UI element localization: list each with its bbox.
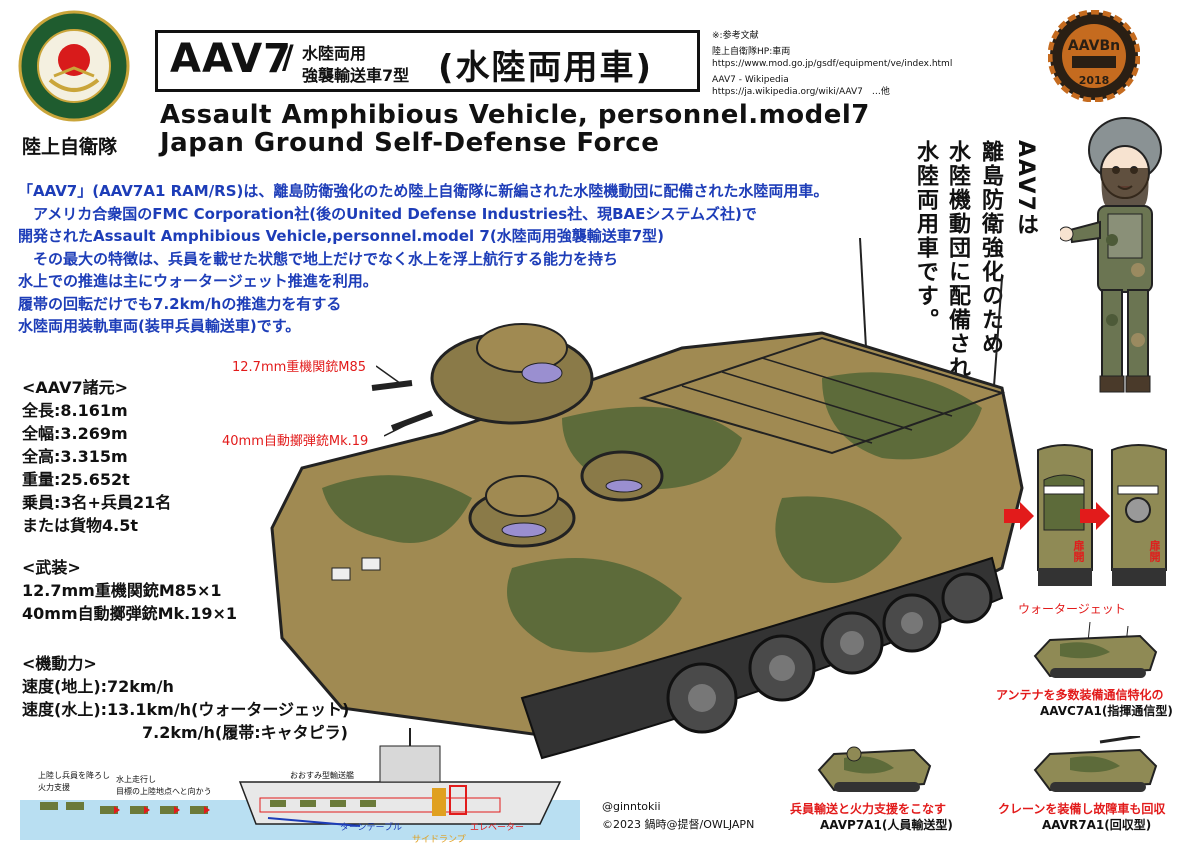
variant-name-r: AAVR7A1(回収型) [1042, 818, 1152, 832]
jgsdf-emblem-icon [18, 10, 130, 122]
ship-name: おおすみ型輸送艦 [290, 771, 354, 780]
specs-block: <AAV7諸元> 全長:8.161m 全幅:3.269m 全高:3.315m 重… [22, 376, 171, 537]
description-line: 水陸両用装軌車両(装甲兵員輸送車)です。 [18, 317, 301, 335]
speech-col1: AAV7は [1013, 140, 1038, 237]
spec-item: 全高:3.315m [22, 447, 128, 466]
description-line: アメリカ合衆国のFMC Corporation社(後のUnited Defens… [18, 204, 757, 223]
description-line: 開発されたAssault Amphibious Vehicle,personne… [18, 227, 665, 245]
side-ramp-label: サイドランプ [412, 835, 466, 845]
description-line: 水上での推進は主にウォータージェット推進を利用。 [18, 272, 378, 290]
weapon-item: 12.7mm重機関銃M85×1 [22, 581, 222, 600]
description-line: 履帯の回転だけでも7.2km/hの推進力を有する [18, 294, 342, 313]
mobility-item: 7.2km/h(履帯:キャタピラ) [142, 723, 348, 742]
spec-item: 乗員:3名+兵員21名 [22, 493, 172, 512]
variant-desc-r: クレーンを装備し故障車も回収 [998, 802, 1166, 816]
spec-item: 全幅:3.269m [22, 424, 128, 443]
weapon-item: 40mm自動擲弾銃Mk.19×1 [22, 604, 238, 623]
title-japanese: (水陸両用車) [438, 48, 654, 88]
arrow-right-icon [1080, 502, 1110, 530]
ship-note1: 上陸し兵員を降ろし [38, 771, 110, 780]
svg-text:2018: 2018 [1079, 74, 1110, 87]
references: ※:参考文献 陸上自衛隊HP:車両 https://www.mod.go.jp/… [712, 30, 952, 98]
soldier-figure-icon [1058, 110, 1190, 400]
aavp7a1-icon [814, 740, 934, 796]
title-frame [155, 30, 700, 92]
aavr7a1-icon [1030, 734, 1160, 796]
callout-mk19-line [383, 420, 414, 440]
variant-desc-c: アンテナを多数装備通信特化の [996, 688, 1164, 702]
elevator-label: エレベーター [470, 823, 525, 833]
aav7-vehicle-icon [262, 237, 1032, 768]
aavc7a1-icon [1030, 621, 1160, 682]
spec-item: 重量:25.652t [22, 470, 130, 489]
description-line: 「AAV7」(AAV7A1 RAM/RS)は、離島防衛強化のため陸上自衛隊に新編… [18, 182, 829, 200]
specs-heading: <AAV7諸元> [22, 378, 129, 397]
ship-note3: 水上走行し [116, 775, 156, 784]
english-title-line2: Japan Ground Self-Defense Force [160, 128, 660, 158]
reference-link[interactable]: https://www.mod.go.jp/gsdf/equipment/ve/… [712, 59, 953, 69]
transport-ship-diagram-icon [20, 728, 580, 840]
door-open-label: 扉開 [1148, 540, 1161, 562]
callout-m85-line [375, 364, 406, 388]
speech-col3: 水陸機動団に配備された [945, 140, 970, 404]
spec-item: または貨物4.5t [22, 516, 138, 535]
reference-link[interactable]: https://ja.wikipedia.org/wiki/AAV7 …他 [712, 87, 890, 97]
variant-desc-p: 兵員輸送と火力支援をこなす [790, 802, 947, 816]
artist-handle: @ginntokii [602, 800, 661, 813]
variant-name-c: AAVC7A1(指揮通信型) [1040, 704, 1173, 718]
callout-m85: 12.7mm重機関銃M85 [232, 360, 367, 375]
subtitle-line2: 強襲輸送車7型 [302, 66, 410, 85]
variant-name-p: AAVP7A1(人員輸送型) [820, 818, 953, 832]
ship-note4: 目標の上陸地点へと向かう [116, 787, 212, 796]
svg-text:AAVBn: AAVBn [1068, 38, 1120, 54]
turntable-label: ターンテーブル [340, 823, 403, 833]
door-open-label: 扉開 [1072, 540, 1085, 562]
rear-open-icon [1108, 440, 1170, 590]
callout-mk19: 40mm自動擲弾銃Mk.19 [222, 434, 369, 449]
aavbn-badge-icon: AAVBn 2018 [1047, 9, 1141, 103]
description: 「AAV7」(AAV7A1 RAM/RS)は、離島防衛強化のため陸上自衛隊に新編… [18, 180, 828, 338]
description-line: その最大の特徴は、兵員を載せた状態で地上だけでなく水上を浮上航行する能力を持ち [18, 249, 619, 268]
rear-closed-icon [1034, 440, 1096, 590]
weapons-block: <武装> 12.7mm重機関銃M85×1 40mm自動擲弾銃Mk.19×1 [22, 556, 237, 625]
arrow-right-icon [1004, 502, 1034, 530]
weapons-heading: <武装> [22, 558, 81, 577]
references-heading: ※:参考文献 [712, 31, 759, 41]
mobility-block: <機動力> 速度(地上):72km/h 速度(水上):13.1km/h(ウォータ… [22, 652, 349, 744]
speech-col4: 水陸両用車です。 [913, 140, 938, 332]
mobility-heading: <機動力> [22, 654, 97, 673]
spec-item: 全長:8.161m [22, 401, 128, 420]
reference-item: 陸上自衛隊HP:車両 [712, 47, 791, 57]
english-title-line1: Assault Amphibious Vehicle, personnel.mo… [160, 100, 870, 130]
subtitle-line1: 水陸両用 [302, 44, 367, 63]
mobility-item: 速度(地上):72km/h [22, 677, 174, 696]
ship-note2: 火力支援 [38, 783, 70, 792]
page-title: AAV7 [170, 36, 292, 82]
title-slash: / [282, 38, 294, 76]
org-label: 陸上自衛隊 [22, 136, 118, 158]
mobility-item: 速度(水上):13.1km/h(ウォータージェット) [22, 700, 350, 719]
copyright: ©2023 鍋時@提督/OWLJAPN [602, 818, 755, 831]
waterjet-label: ウォータージェット [1018, 602, 1126, 616]
reference-item: AAV7 - Wikipedia [712, 75, 789, 85]
